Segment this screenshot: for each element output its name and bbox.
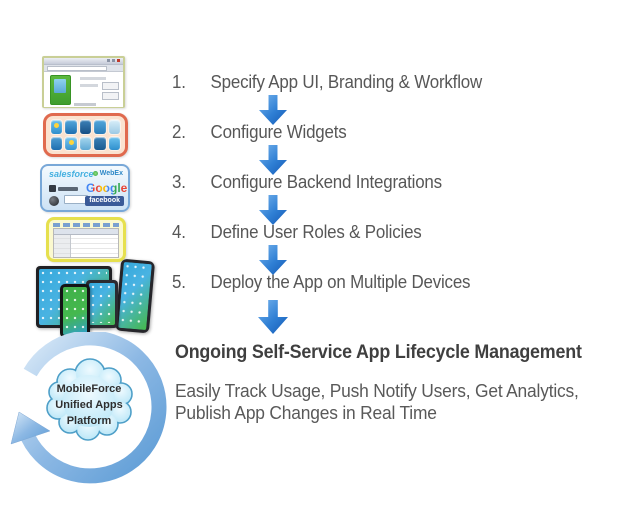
platform-name-line2: Unified Apps xyxy=(55,399,122,411)
ongoing-description-line1: Easily Track Usage, Push Notify Users, G… xyxy=(175,380,579,401)
step-row-3: 3. Configure Backend Integrations xyxy=(172,167,586,197)
widget-icon xyxy=(51,120,63,134)
step-row-5: 5. Deploy the App on Multiple Devices xyxy=(172,267,586,297)
platform-name-line3: Platform xyxy=(67,415,112,427)
platform-cycle-graphic: MobileForce Unified Apps Platform xyxy=(10,332,167,484)
browser-titlebar xyxy=(44,58,123,65)
step-label: Configure Backend Integrations xyxy=(210,171,443,192)
platform-name-line1: MobileForce xyxy=(57,383,122,395)
step-number: 5. xyxy=(172,271,186,292)
widget-icon xyxy=(108,136,120,150)
widget-icon xyxy=(51,136,63,150)
roles-table xyxy=(53,228,119,258)
cloud-icon: MobileForce Unified Apps Platform xyxy=(46,358,133,441)
phone-device-right xyxy=(114,258,156,334)
cycle-arrow-icon xyxy=(10,332,167,484)
widget-icon xyxy=(94,120,106,134)
step-label: Deploy the App on Multiple Devices xyxy=(210,271,471,292)
widget-grid-thumbnail xyxy=(43,113,128,157)
phone-device-front xyxy=(60,284,90,338)
step-number: 4. xyxy=(172,221,186,242)
step-label: Configure Widgets xyxy=(210,121,347,142)
step-row-2: 2. Configure Widgets xyxy=(172,117,586,147)
table-toolbar xyxy=(53,223,119,227)
browser-addressbar xyxy=(44,65,123,72)
phone-device-middle xyxy=(86,280,118,328)
step-label: Specify App UI, Branding & Workflow xyxy=(210,71,483,92)
widget-icon xyxy=(79,120,92,134)
connector-logo-icon xyxy=(49,185,56,192)
facebook-logo: facebook xyxy=(85,196,124,206)
step-row-1: 1. Specify App UI, Branding & Workflow xyxy=(172,67,586,97)
step-row-4: 4. Define User Roles & Policies xyxy=(172,217,586,247)
ongoing-heading: Ongoing Self-Service App Lifecycle Manag… xyxy=(175,342,582,363)
step-number: 2. xyxy=(172,121,186,142)
connector-logo-wordmark xyxy=(58,187,78,191)
browser-content xyxy=(44,72,123,107)
widget-icon xyxy=(108,120,120,134)
google-logo: Google xyxy=(86,181,128,195)
step-number: 1. xyxy=(172,71,186,92)
widget-icon xyxy=(65,120,77,134)
webex-logo: WebEx xyxy=(93,170,123,177)
integrations-thumbnail: salesforce WebEx Google facebook xyxy=(40,164,130,212)
ongoing-description: Easily Track Usage, Push Notify Users, G… xyxy=(175,380,579,424)
down-arrow-icon xyxy=(258,300,288,334)
phone-preview xyxy=(50,75,71,105)
ongoing-description-line2: Publish App Changes in Real Time xyxy=(175,402,437,423)
step-number: 3. xyxy=(172,171,186,192)
widget-icon xyxy=(94,136,106,150)
devices-thumbnail xyxy=(30,258,156,338)
salesforce-logo: salesforce xyxy=(49,169,94,179)
app-builder-thumbnail xyxy=(42,56,125,108)
round-logo-icon xyxy=(49,196,59,206)
widget-icon xyxy=(79,136,92,150)
roles-table-thumbnail xyxy=(46,217,126,262)
widget-icon xyxy=(65,136,77,150)
step-label: Define User Roles & Policies xyxy=(210,221,422,242)
